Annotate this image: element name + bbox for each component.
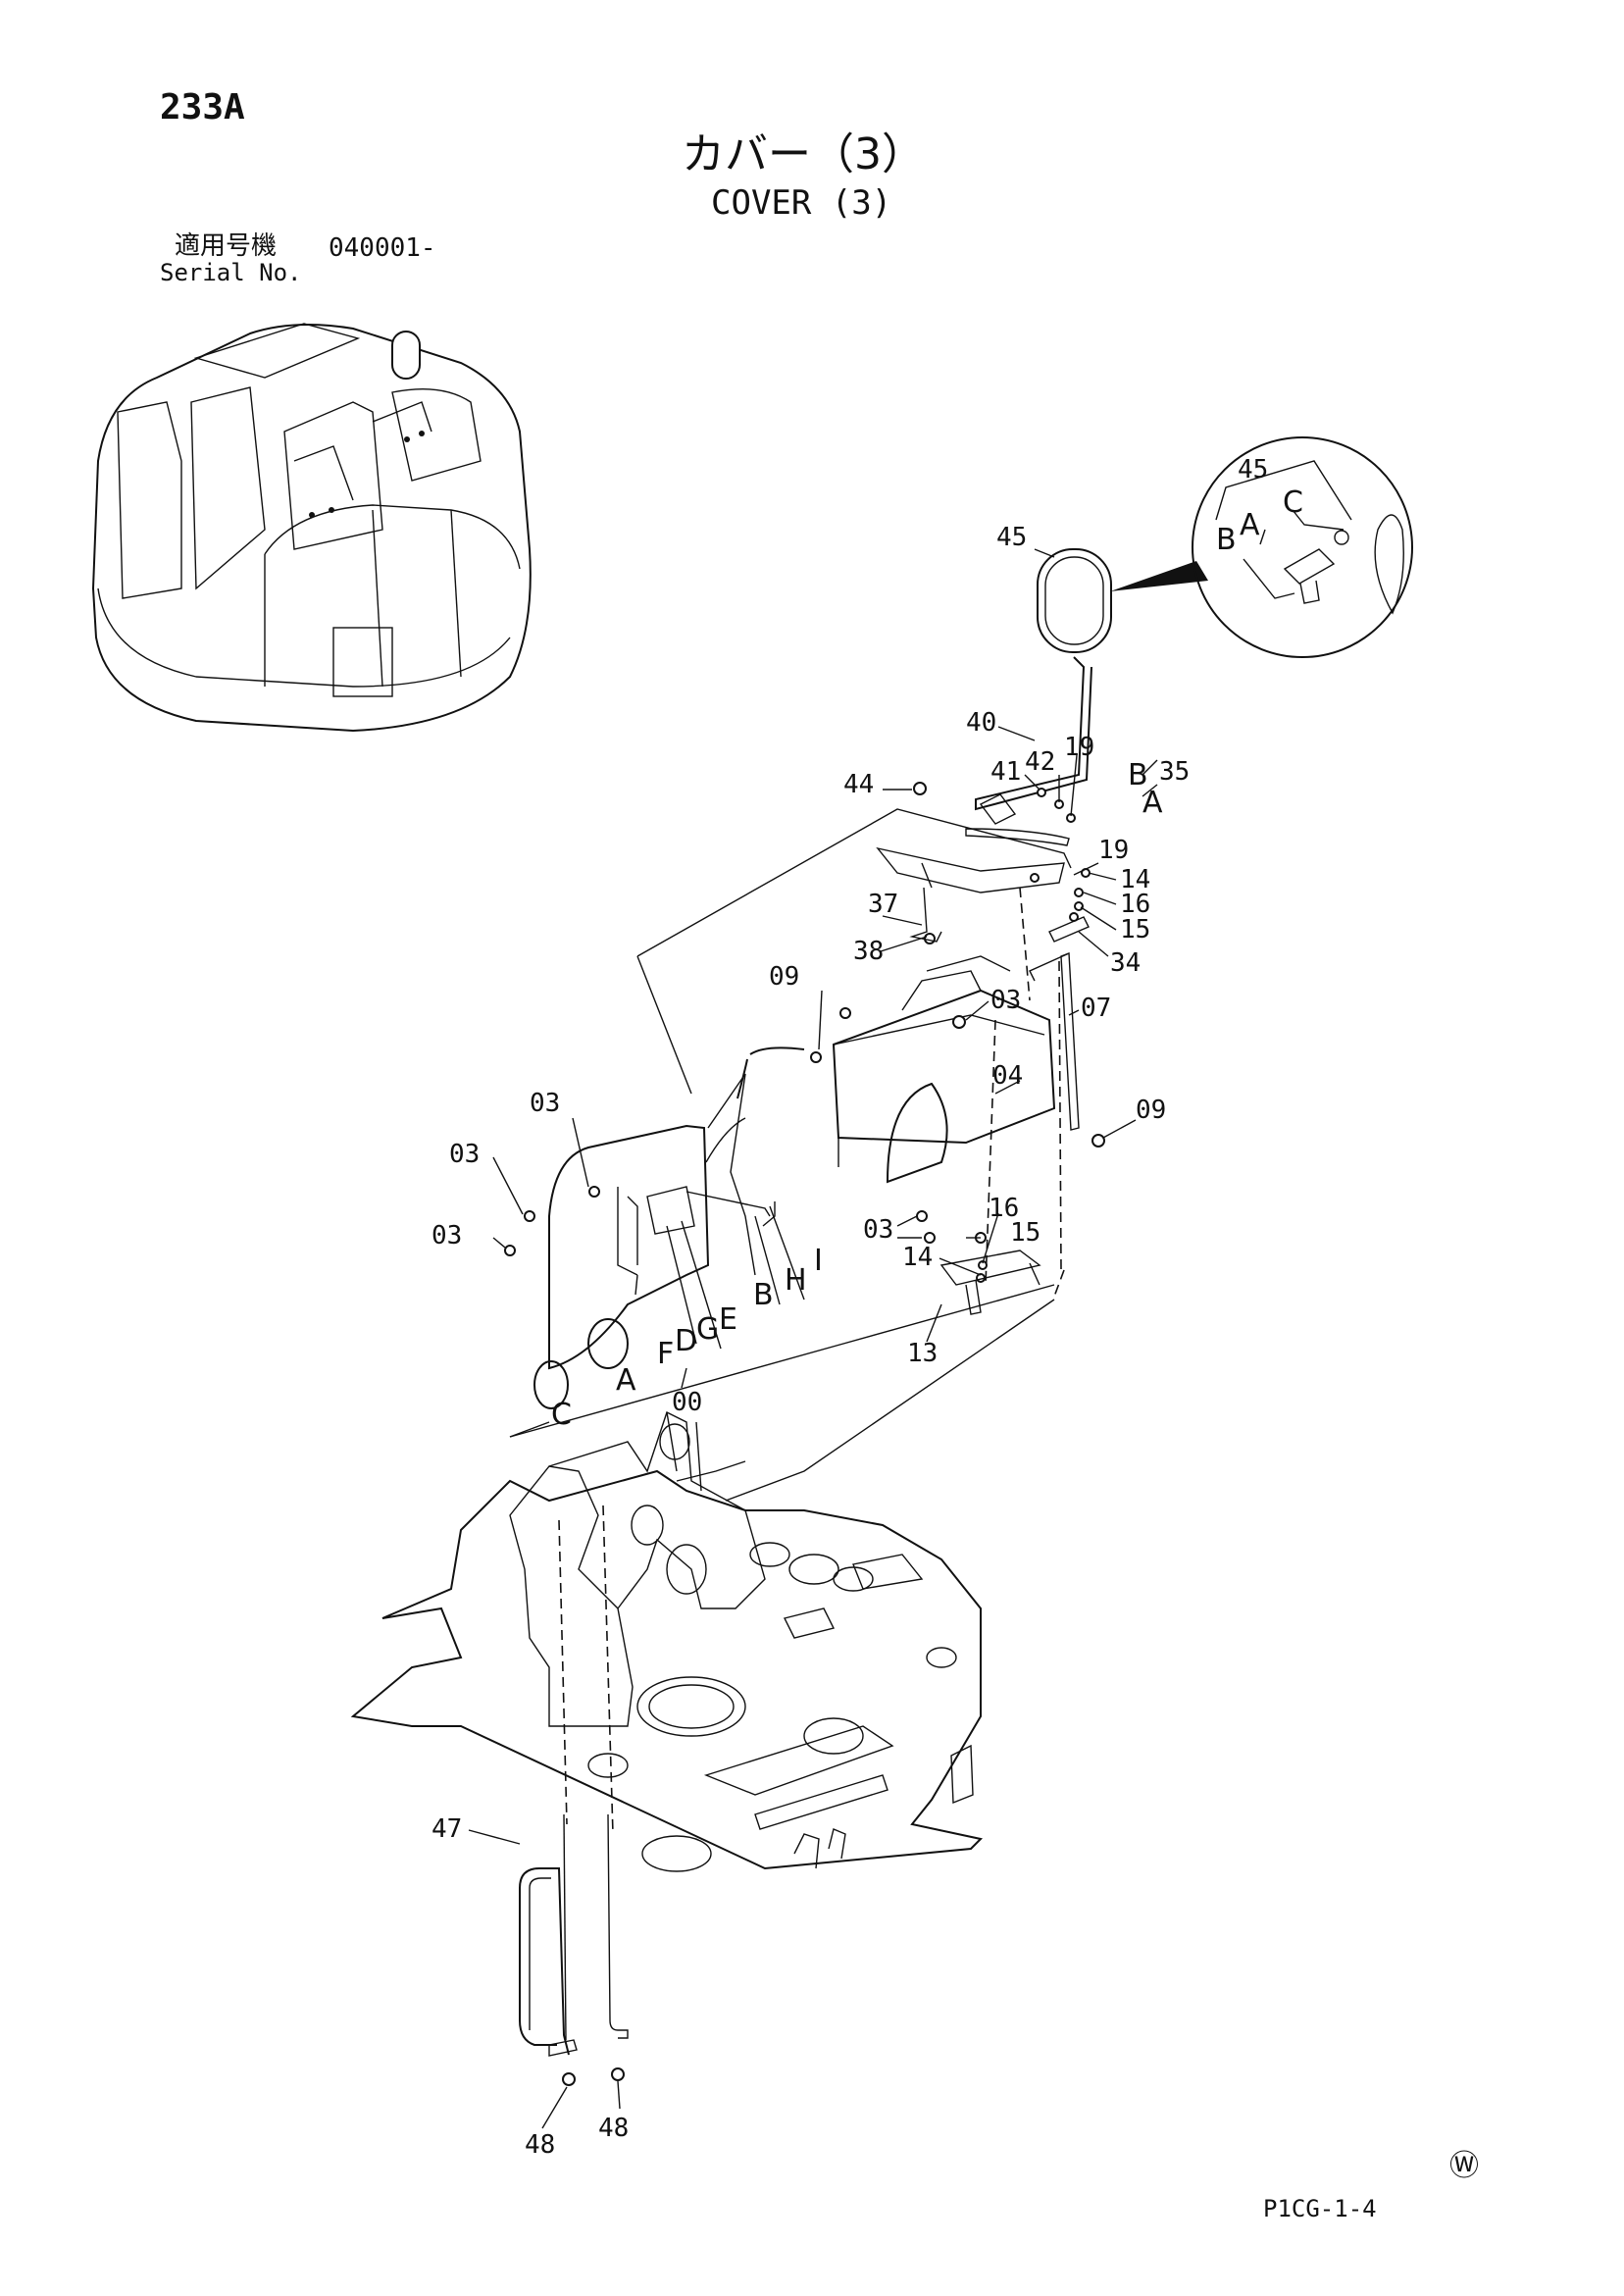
callout-09-lower: 09: [1136, 1096, 1166, 1125]
letter-d: D: [675, 1324, 697, 1358]
callout-a-35: A: [1142, 786, 1163, 820]
upper-panel-assembly: [636, 782, 1105, 1315]
callout-47: 47: [431, 1814, 462, 1844]
serial-label-english: Serial No.: [160, 259, 302, 286]
callout-03-left-top: 03: [530, 1089, 560, 1118]
callout-b-35: B: [1128, 758, 1148, 792]
letter-e: E: [719, 1302, 737, 1337]
callout-42: 42: [1025, 747, 1055, 777]
callout-03-left-low: 03: [431, 1221, 462, 1250]
watermark-w-icon: Ⓦ: [1449, 2149, 1479, 2183]
detail-callout-45: 45 C A B: [1110, 436, 1413, 658]
callout-44: 44: [843, 770, 874, 799]
page-code: P1CG-1-4: [1263, 2195, 1377, 2222]
callout-03-center: 03: [863, 1215, 893, 1245]
callout-41: 41: [990, 757, 1021, 787]
page-title-japanese: カバー（3）: [682, 129, 925, 179]
callout-16-lower: 16: [989, 1194, 1019, 1223]
callout-40: 40: [966, 708, 996, 738]
callout-00: 00: [672, 1388, 702, 1417]
callout-19-upper: 19: [1064, 733, 1094, 762]
page-number: 233A: [160, 87, 245, 128]
letter-i: I: [814, 1244, 823, 1278]
callout-35: 35: [1159, 757, 1190, 787]
callout-37: 37: [868, 890, 898, 919]
letter-c: C: [551, 1398, 572, 1432]
part-callouts: 45 40 41 42 19 44 B A 35 19 37 38 14 16 …: [431, 523, 1190, 2160]
callout-48-left: 48: [525, 2130, 555, 2160]
callout-34: 34: [1110, 948, 1141, 978]
detail-letter-a: A: [1240, 508, 1260, 542]
trim-strip-assembly: [965, 548, 1112, 846]
leader-lines: [468, 548, 1158, 2129]
base-frame: [350, 1299, 1055, 1872]
serial-number-value: 040001-: [329, 233, 436, 263]
callout-48-right: 48: [598, 2114, 629, 2143]
callout-13: 13: [907, 1339, 938, 1368]
detail-part-number: 45: [1238, 455, 1268, 485]
letter-h: H: [785, 1263, 807, 1298]
callout-45: 45: [996, 523, 1027, 552]
page-title-english: COVER (3): [711, 183, 892, 223]
callout-19-lower: 19: [1098, 836, 1129, 865]
callout-15-lower: 15: [1010, 1218, 1040, 1248]
callout-16-upper: 16: [1120, 890, 1150, 919]
callout-14-upper: 14: [1120, 865, 1150, 894]
callout-03-left-mid: 03: [449, 1140, 480, 1169]
detail-letter-c: C: [1283, 485, 1303, 520]
side-cover-00: [504, 1046, 1055, 1438]
serial-label-japanese: 適用号機: [175, 231, 278, 261]
letter-a: A: [616, 1363, 636, 1398]
callout-07: 07: [1081, 994, 1111, 1023]
reference-letters: A C F D G E B H I: [551, 1244, 823, 1432]
handrail-47: [519, 1813, 629, 2086]
callout-38: 38: [853, 937, 884, 966]
callout-03-upper: 03: [990, 986, 1021, 1015]
bolt-icon: [810, 782, 1105, 1283]
callout-04: 04: [992, 1061, 1023, 1091]
callout-15-upper: 15: [1120, 915, 1150, 944]
letter-g: G: [696, 1312, 719, 1347]
letter-f: F: [657, 1337, 674, 1371]
callout-09-upper: 09: [769, 962, 799, 992]
callout-14-lower: 14: [902, 1243, 933, 1272]
letter-b: B: [753, 1278, 774, 1312]
machine-overview-illustration: [91, 323, 532, 733]
detail-letter-b: B: [1216, 523, 1237, 557]
